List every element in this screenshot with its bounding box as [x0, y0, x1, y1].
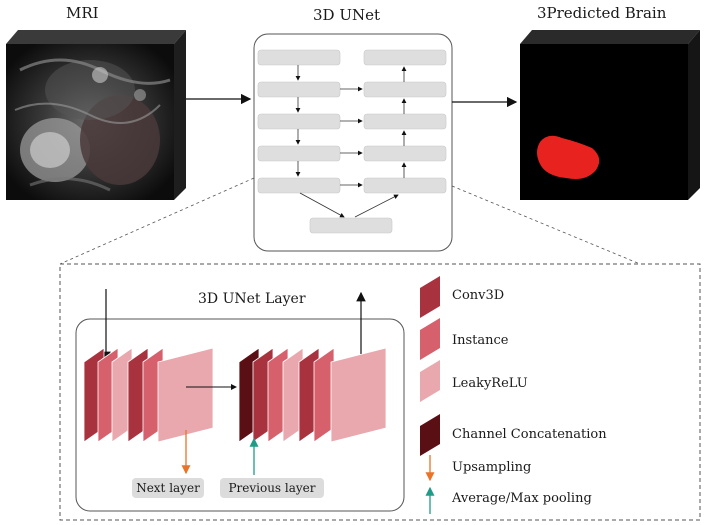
legend-label-leakyrelu: LeakyReLU [452, 376, 528, 391]
mri-volume [6, 30, 186, 200]
legend-swatch-concat [420, 414, 440, 456]
legend-label-instance: Instance [452, 333, 509, 348]
unet-encoder-blocks [257, 49, 341, 194]
predicted-volume [520, 30, 700, 200]
mri-title: MRI [66, 4, 99, 22]
legend-swatches [420, 276, 440, 456]
unet-connections [295, 65, 407, 218]
prediction-mask [537, 135, 600, 179]
legend-swatch-instance [420, 318, 440, 360]
next-layer-label: Next layer [132, 478, 204, 498]
unet-bottleneck [309, 217, 393, 234]
right-feature-stack [238, 347, 387, 443]
legend-label-upsampling: Upsampling [452, 460, 532, 475]
unet-title: 3D UNet [313, 6, 381, 24]
legend-label-conv3d: Conv3D [452, 288, 505, 303]
layer-title: 3D UNet Layer [198, 291, 306, 307]
legend-swatch-leakyrelu [420, 360, 440, 402]
unet-decoder-blocks [363, 49, 447, 194]
legend-label-concat: Channel Concatenation [452, 427, 607, 442]
left-feature-stack [83, 347, 214, 443]
legend-swatch-conv3d [420, 276, 440, 318]
predicted-title: 3Predicted Brain [537, 4, 667, 22]
legend-label-pooling: Average/Max pooling [452, 491, 592, 506]
previous-layer-label: Previous layer [220, 478, 324, 498]
